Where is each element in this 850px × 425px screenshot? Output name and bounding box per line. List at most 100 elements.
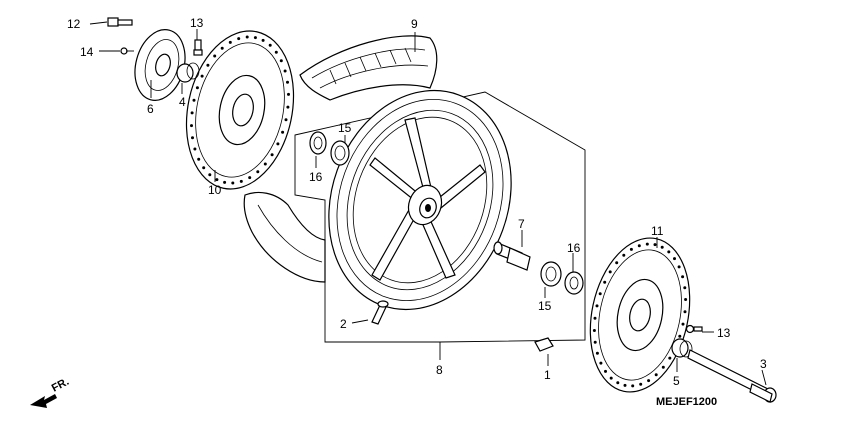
bolt-14 (120, 47, 134, 55)
rotor-hole (190, 124, 193, 128)
bolt-12 (107, 17, 133, 27)
rotor-hole (593, 340, 597, 344)
rotor-hole (192, 98, 196, 102)
callout-12: 12 (67, 17, 81, 31)
tire-lower (243, 191, 326, 283)
callout-5: 5 (673, 374, 680, 388)
bolt-13-left (193, 39, 203, 56)
rotor-hole (248, 176, 252, 180)
weight-1 (534, 337, 554, 352)
rotor-hole (684, 298, 688, 301)
callout-10: 10 (208, 183, 222, 197)
rotor-hole (206, 63, 210, 67)
rotor-hole (245, 35, 249, 39)
callout-8: 8 (436, 363, 443, 377)
rotor-hole (208, 173, 212, 177)
rotor-hole (598, 292, 602, 296)
rotor-hole (637, 244, 641, 248)
rotor-hole (615, 261, 619, 265)
diagram-code: MEJEF1200 (656, 396, 717, 408)
rotor-hole (660, 245, 664, 249)
rotor-hole (287, 92, 290, 96)
rotor-hole (592, 329, 596, 332)
callout-14: 14 (80, 45, 94, 59)
rotor-hole (276, 142, 280, 146)
rotor-hole (654, 373, 658, 377)
rotor-hole (677, 265, 681, 269)
callout-15-upper: 15 (338, 121, 352, 135)
rotor-hole (190, 111, 194, 115)
wheel (328, 89, 512, 311)
rotor-hole (683, 310, 687, 314)
rotor-hole (279, 59, 283, 63)
valve-2 (371, 300, 389, 325)
rotor-hole (609, 376, 613, 380)
rotor-hole (629, 247, 633, 251)
rotor-hole (200, 74, 204, 78)
rotor-hole (193, 147, 197, 151)
callout-1: 1 (544, 368, 551, 382)
rotor-hole (215, 178, 219, 182)
rotor-hole (286, 80, 289, 84)
rotor-hole (256, 170, 260, 174)
callout-13-left: 13 (190, 16, 204, 30)
rotor-hole (593, 316, 597, 320)
rotor-hole (202, 166, 206, 170)
rotor-hole (595, 304, 599, 308)
brake-disc-left (185, 30, 295, 190)
rotor-hole (645, 242, 649, 246)
rotor-hole (239, 179, 243, 183)
rotor-hole (231, 181, 235, 185)
rotor-hole (604, 369, 607, 373)
rotor-hole (191, 136, 194, 140)
rotor-hole (681, 275, 685, 279)
rotor-hole (595, 351, 599, 355)
rotor-hole (237, 37, 241, 41)
rotor-hole (261, 38, 265, 42)
rotor-hole (274, 50, 278, 54)
rotor-hole (622, 253, 626, 257)
rotor-hole (647, 379, 651, 383)
callout-11: 11 (651, 224, 664, 238)
rotor-hole (668, 356, 672, 360)
rotor-hole (631, 384, 635, 388)
forward-direction-marker: FR. (30, 376, 71, 408)
rotor-hole (683, 286, 687, 290)
rotor-hole (667, 250, 671, 254)
callout-16-upper: 16 (309, 170, 323, 184)
rotor-hole (599, 361, 603, 365)
rotor-hole (197, 157, 201, 161)
callout-6: 6 (147, 102, 154, 116)
rotor-hole (268, 43, 272, 47)
pulser-ring (134, 29, 186, 101)
collar-5 (671, 338, 693, 358)
rotor-hole (284, 118, 288, 122)
rotor-hole (678, 334, 682, 338)
callout-13-right: 13 (717, 326, 731, 340)
callout-7: 7 (518, 217, 525, 231)
collar-4 (176, 62, 200, 83)
rotor-hole (603, 280, 607, 284)
axle-collar-7 (493, 241, 531, 271)
rotor-hole (213, 54, 217, 58)
tire-upper (299, 35, 438, 101)
callout-16-lower: 16 (567, 241, 581, 255)
rotor-hole (661, 365, 665, 369)
rotor-hole (263, 162, 267, 166)
rotor-hole (673, 257, 676, 261)
rotor-hole (283, 69, 287, 73)
rotor-hole (286, 105, 290, 109)
leader-lines (89, 21, 767, 386)
rotor-hole (681, 322, 685, 326)
callout-2: 2 (340, 317, 347, 331)
direction-label: FR. (50, 376, 71, 395)
brake-disc-right (589, 237, 691, 393)
bearing-lower (540, 261, 584, 295)
rotor-hole (253, 36, 257, 40)
rotor-hole (195, 86, 199, 90)
rotor-hole (608, 270, 612, 274)
callout-9: 9 (411, 17, 418, 31)
callout-15-lower: 15 (538, 299, 552, 313)
rotor-hole (220, 46, 224, 50)
